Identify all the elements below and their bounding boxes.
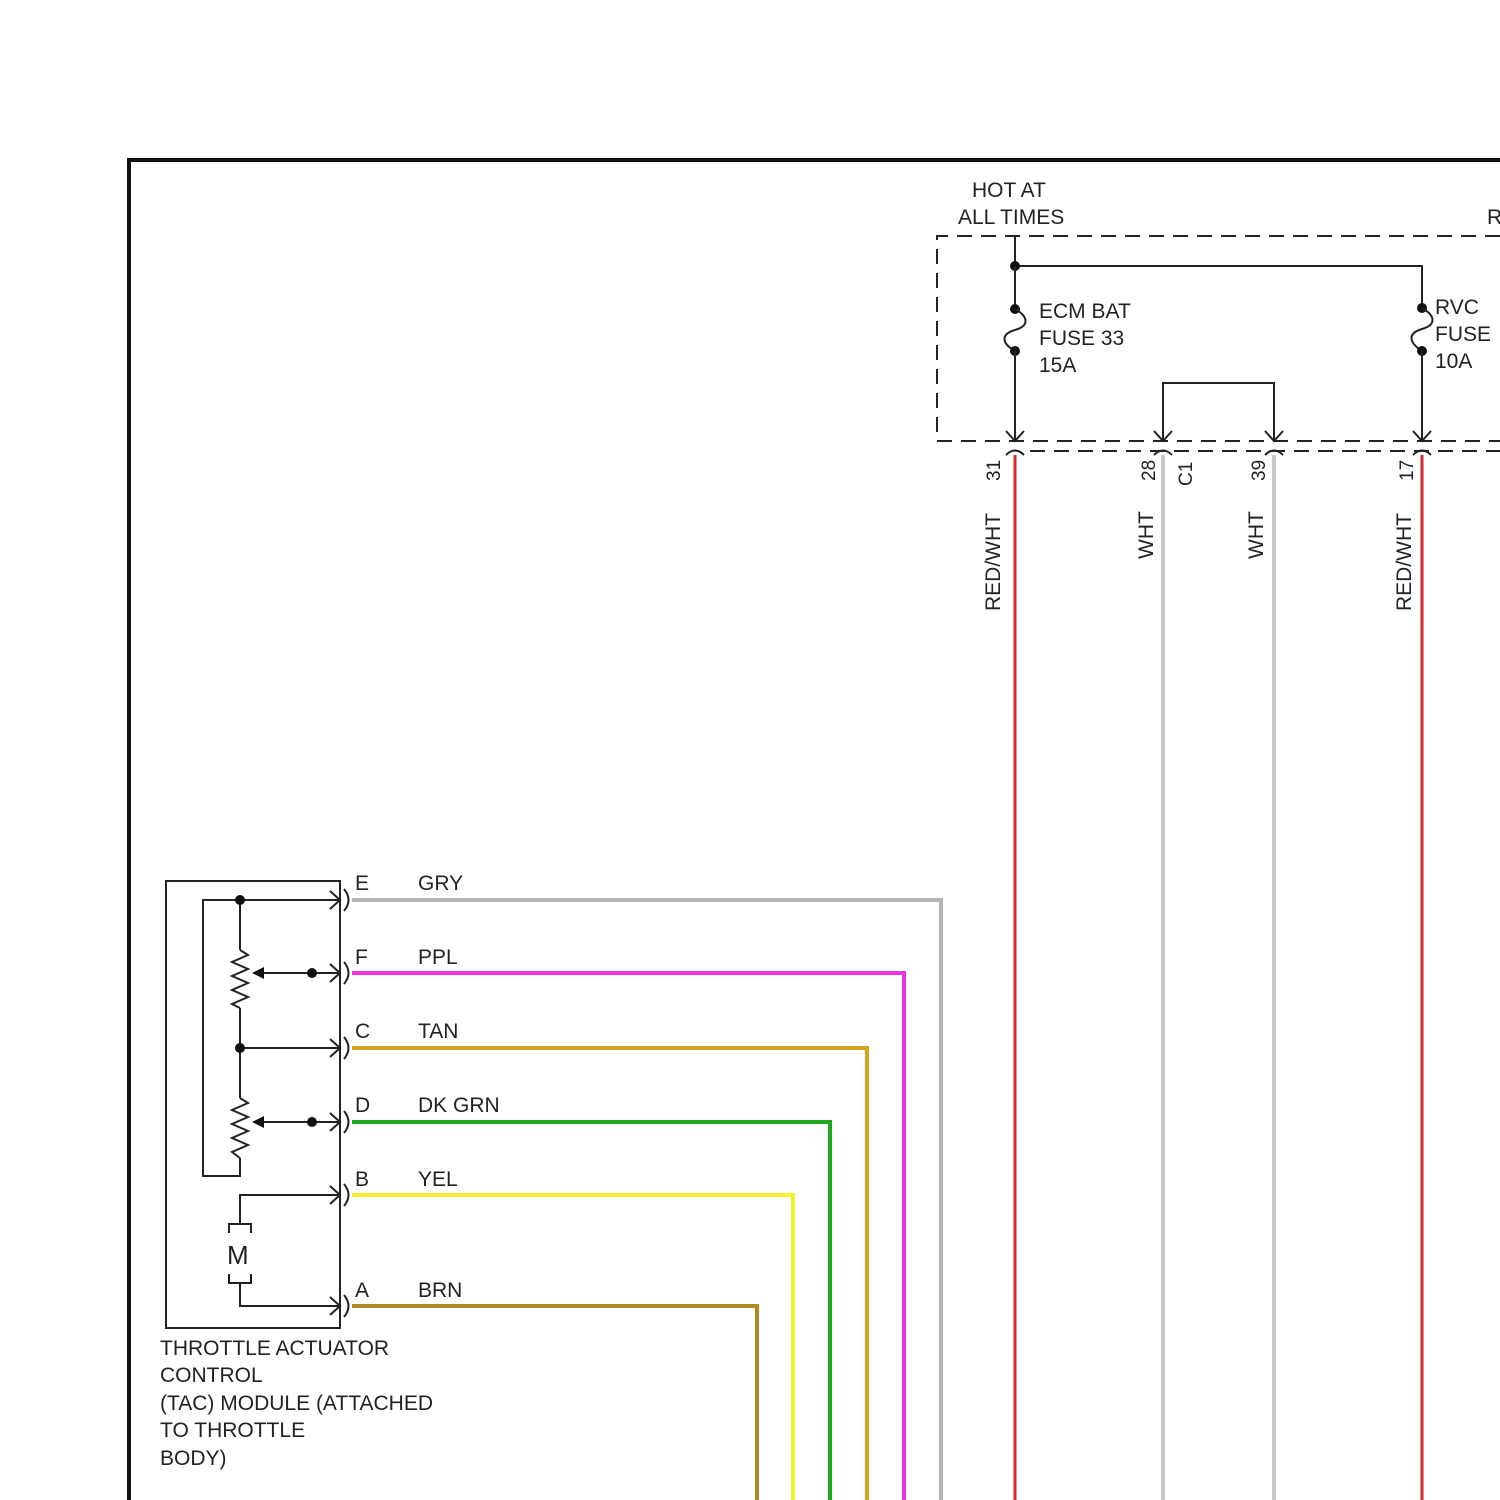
wire-17-color-label: RED/WHT [1393, 513, 1416, 611]
ecm-fuse-label-3: 15A [1039, 354, 1076, 377]
pin-e-letter: E [355, 872, 369, 895]
wiper-2-node [307, 1117, 317, 1127]
resistor-1-icon [232, 950, 248, 1008]
wire-f-color-label: PPL [418, 946, 458, 969]
tac-internal-circuit [203, 900, 340, 1306]
pin-17-number: 17 [1397, 460, 1418, 481]
wire-39-color-label: WHT [1245, 511, 1268, 559]
pin-b-letter: B [355, 1168, 369, 1191]
wire-e-color-label: GRY [418, 872, 463, 895]
power-label-line1: HOT AT [972, 179, 1046, 202]
wiper-2-arrowhead [252, 1116, 264, 1128]
pin-a-letter: A [355, 1279, 369, 1302]
pin-31-number: 31 [984, 460, 1005, 481]
connector-c1-label: C1 [1176, 462, 1197, 486]
node-mid [235, 1043, 245, 1053]
ecm-fuse-label-2: FUSE 33 [1039, 327, 1124, 350]
rvc-fuse-label-1: RVC [1435, 296, 1479, 319]
pin-39-number: 39 [1249, 460, 1270, 481]
wire-pin-e [352, 900, 941, 1500]
wire-31-color-label: RED/WHT [982, 513, 1005, 611]
wire-pin-b [352, 1195, 793, 1500]
wire-b-color-label: YEL [418, 1168, 458, 1191]
wiper-1-arrowhead [252, 967, 264, 979]
ecm-fuse-label-1: ECM BAT [1039, 300, 1131, 323]
internal-jumper [1163, 383, 1274, 441]
module-label-line5: BODY) [160, 1447, 227, 1470]
module-label-line4: TO THROTTLE [160, 1419, 305, 1442]
power-label-line2: ALL TIMES [958, 206, 1064, 229]
motor-bracket-top [229, 1224, 251, 1233]
pin-c-letter: C [355, 1020, 370, 1043]
motor-wire-lower [240, 1284, 340, 1306]
motor-label: M [227, 1240, 249, 1270]
rvc-fuse-icon [1412, 308, 1433, 351]
pin-d-letter: D [355, 1094, 370, 1117]
pin-28-number: 28 [1139, 460, 1160, 481]
pin-f-letter: F [355, 946, 368, 969]
motor-bracket-bottom [229, 1274, 251, 1283]
node-top [235, 895, 245, 905]
wire-pin-f [352, 973, 904, 1500]
wire-a-color-label: BRN [418, 1279, 462, 1302]
wire-c-color-label: TAN [418, 1020, 458, 1043]
sensor-return-loop [203, 900, 240, 1176]
module-label-line3: (TAC) MODULE (ATTACHED [160, 1392, 433, 1415]
module-label-line1: THROTTLE ACTUATOR [160, 1337, 389, 1360]
wire-28-color-label: WHT [1135, 511, 1158, 559]
rvc-fuse-label-2: FUSE [1435, 323, 1491, 346]
wire-d-color-label: DK GRN [418, 1094, 500, 1117]
diagram-frame [129, 160, 1500, 1500]
tac-module-box [166, 881, 340, 1328]
ecm-fuse-icon [1005, 309, 1026, 351]
module-label-line2: CONTROL [160, 1364, 263, 1387]
wiper-1-node [307, 968, 317, 978]
motor-wire-upper [240, 1195, 340, 1224]
rvc-fuse-label-3: 10A [1435, 350, 1472, 373]
right-edge-label: R [1487, 206, 1500, 229]
resistor-2-icon [232, 1098, 248, 1158]
